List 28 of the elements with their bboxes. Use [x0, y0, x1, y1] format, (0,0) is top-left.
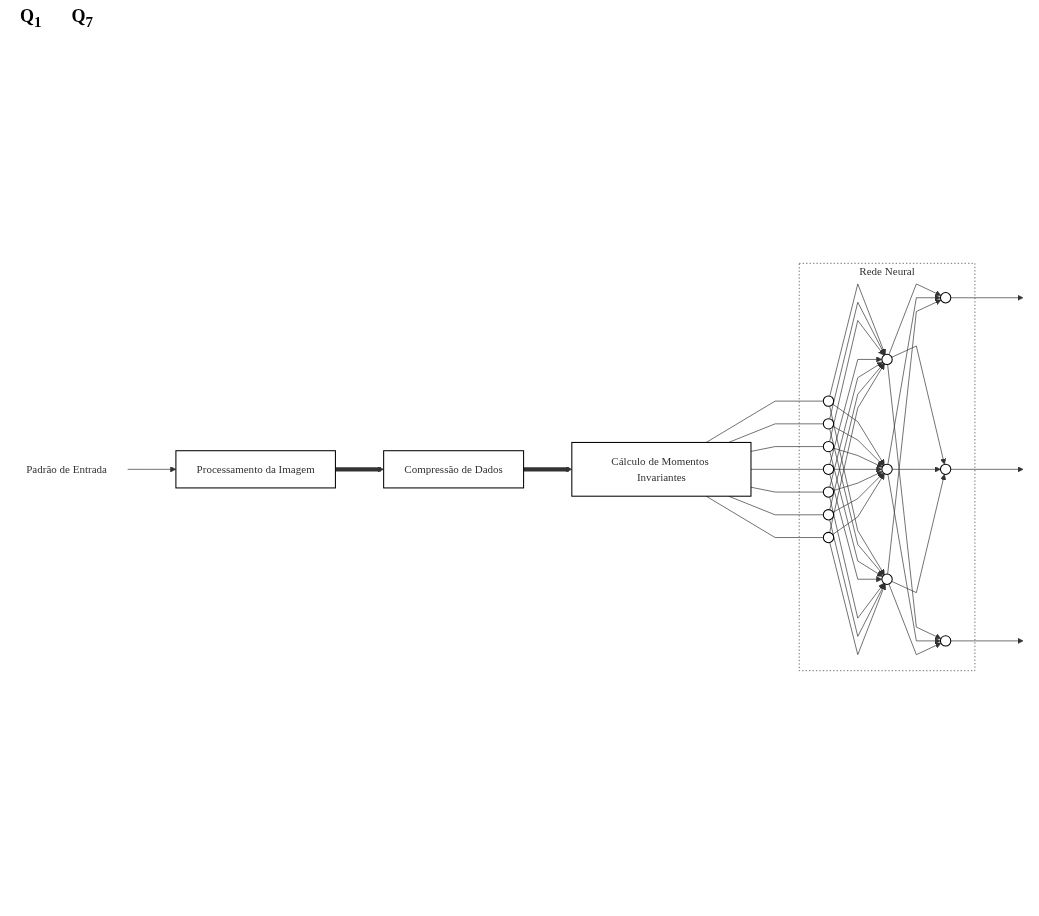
connector — [705, 495, 824, 538]
cluster: Rede Neural — [798, 262, 976, 671]
node-circle — [822, 417, 835, 430]
node-circle — [881, 573, 893, 585]
output-label: Q$_{7}$ — [71, 6, 94, 31]
node-circle — [822, 531, 835, 543]
connector — [750, 486, 824, 492]
connector — [750, 468, 824, 470]
node-circle — [881, 353, 893, 365]
node-circle — [881, 463, 893, 475]
node-text: Padrão de Entrada — [26, 462, 107, 475]
node-circle — [822, 395, 835, 407]
output-label: Q$_{1}$ — [20, 6, 42, 31]
node-box: Compressão de Dados — [383, 449, 525, 489]
node-box: Processamento da Imagem — [175, 449, 336, 489]
arrow — [335, 465, 384, 472]
node-circle — [939, 463, 952, 475]
node-circle — [822, 508, 835, 521]
node-circle — [939, 634, 952, 647]
node-circle — [822, 463, 835, 475]
connector — [705, 400, 824, 443]
node-circle — [939, 291, 952, 304]
connector — [728, 495, 824, 515]
connector — [728, 423, 824, 443]
node-circle — [822, 440, 835, 452]
connector — [750, 445, 824, 452]
node-circle — [822, 485, 835, 498]
node-box: Cálculo de Momentos Invariantes — [571, 441, 752, 497]
